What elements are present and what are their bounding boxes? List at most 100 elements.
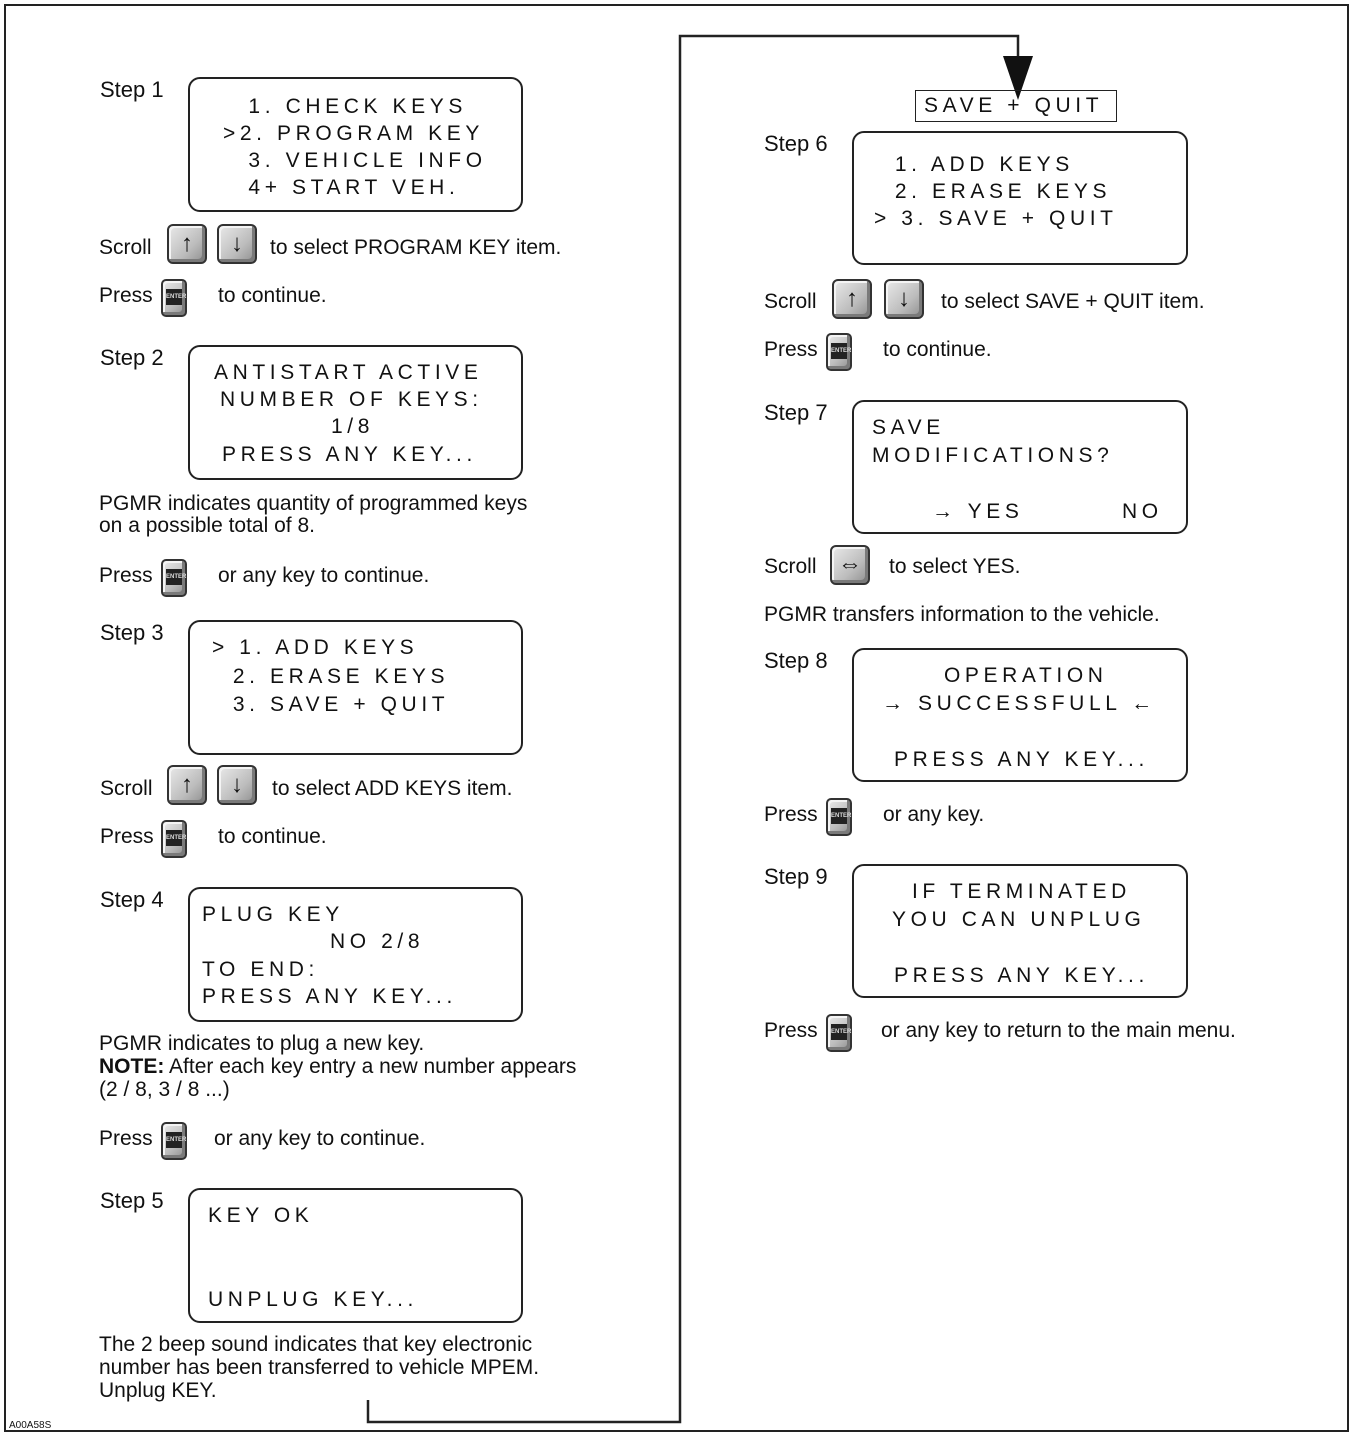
diagram-frame (4, 4, 1349, 1432)
enter-key-icon: ENTER (161, 279, 187, 317)
display-line: PRESS ANY KEY... (222, 443, 477, 466)
display-line: 1. ADD KEYS (874, 153, 1074, 176)
scroll-label: Scroll (100, 777, 153, 800)
enter-key-icon: ENTER (826, 1014, 852, 1052)
note-text: After each key entry a new number appear… (169, 1055, 577, 1078)
display-line: 2. ERASE KEYS (212, 665, 450, 688)
step-6-instruction: to select SAVE + QUIT item. (941, 290, 1205, 313)
step-7-instruction: to select YES. (889, 555, 1021, 578)
step-4-note-line: PGMR indicates to plug a new key. (99, 1032, 425, 1055)
step-1-label: Step 1 (100, 77, 164, 102)
step-9-continue: or any key to return to the main menu. (881, 1019, 1236, 1042)
step-8-display: OPERATION → SUCCESSFULL ← PRESS ANY KEY.… (852, 648, 1188, 782)
display-line: 2. ERASE KEYS (874, 180, 1112, 203)
step-7-label: Step 7 (764, 400, 828, 425)
display-line: >2. PROGRAM KEY (223, 122, 484, 145)
step-4-display: PLUG KEY NO 2/8 TO END: PRESS ANY KEY... (188, 887, 523, 1022)
save-quit-header: SAVE + QUIT (915, 90, 1117, 122)
step-1-display: 1. CHECK KEYS >2. PROGRAM KEY 3. VEHICLE… (188, 77, 523, 212)
step-5-note-line: The 2 beep sound indicates that key elec… (99, 1333, 533, 1356)
enter-key-icon: ENTER (826, 333, 852, 371)
flow-arrowhead (1003, 56, 1033, 100)
display-line: PRESS ANY KEY... (894, 964, 1149, 987)
press-label: Press (99, 284, 153, 307)
display-line: 1. CHECK KEYS (238, 95, 467, 118)
press-label: Press (764, 338, 818, 361)
press-label: Press (764, 803, 818, 826)
press-label: Press (100, 825, 154, 848)
step-4-label: Step 4 (100, 887, 164, 912)
display-line: NUMBER OF KEYS: (220, 388, 483, 411)
step-3-label: Step 3 (100, 620, 164, 645)
enter-key-icon: ENTER (161, 559, 187, 597)
enter-key-icon: ENTER (161, 820, 187, 858)
figure-code: A00A58S (9, 1420, 52, 1431)
display-line: 4+ START VEH. (238, 176, 460, 199)
step-9-display: IF TERMINATED YOU CAN UNPLUG PRESS ANY K… (852, 864, 1188, 998)
note-label: NOTE: (99, 1055, 165, 1078)
step-2-display: ANTISTART ACTIVE NUMBER OF KEYS: 1/8 PRE… (188, 345, 523, 480)
display-line: 3. VEHICLE INFO (238, 149, 487, 172)
display-line: 3. SAVE + QUIT (212, 693, 450, 716)
step-8-label: Step 8 (764, 648, 828, 673)
step-5-display: KEY OK UNPLUG KEY... (188, 1188, 523, 1323)
display-line: > 1. ADD KEYS (212, 636, 419, 659)
display-line: → SUCCESSFULL ← (882, 692, 1157, 715)
step-1-instruction: to select PROGRAM KEY item. (270, 236, 562, 259)
step-1-continue: to continue. (218, 284, 327, 307)
up-arrow-key-icon: ↑ (832, 279, 872, 319)
display-line: OPERATION (944, 664, 1108, 687)
step-2-continue: or any key to continue. (218, 564, 430, 587)
press-label: Press (99, 1127, 153, 1150)
display-line: PLUG KEY (202, 903, 344, 926)
display-line: TO END: (202, 958, 319, 981)
display-line: PRESS ANY KEY... (202, 985, 457, 1008)
step-9-label: Step 9 (764, 864, 828, 889)
step-7-display: SAVE MODIFICATIONS? → YES NO (852, 400, 1188, 534)
step-2-note-line: PGMR indicates quantity of programmed ke… (99, 492, 528, 515)
scroll-label: Scroll (764, 555, 817, 578)
step-5-label: Step 5 (100, 1188, 164, 1213)
scroll-label: Scroll (99, 236, 152, 259)
step-6-label: Step 6 (764, 131, 828, 156)
enter-key-icon: ENTER (826, 798, 852, 836)
display-line: IF TERMINATED (912, 880, 1131, 903)
scroll-label: Scroll (764, 290, 817, 313)
step-3-display: > 1. ADD KEYS 2. ERASE KEYS 3. SAVE + QU… (188, 620, 523, 755)
step-4-note-line: (2 / 8, 3 / 8 ...) (99, 1078, 230, 1101)
no-option: NO (1122, 500, 1163, 523)
up-arrow-key-icon: ↑ (167, 224, 207, 264)
display-line: ANTISTART ACTIVE (214, 361, 483, 384)
enter-key-icon: ENTER (161, 1122, 187, 1160)
step-3-instruction: to select ADD KEYS item. (272, 777, 513, 800)
step-6-display: 1. ADD KEYS 2. ERASE KEYS > 3. SAVE + QU… (852, 131, 1188, 265)
down-arrow-key-icon: ↓ (217, 224, 257, 264)
step-5-note-line: number has been transferred to vehicle M… (99, 1356, 540, 1379)
step-3-continue: to continue. (218, 825, 327, 848)
display-line: YOU CAN UNPLUG (892, 908, 1146, 931)
left-right-arrow-key-icon: ⇔ (830, 545, 870, 585)
down-arrow-key-icon: ↓ (217, 765, 257, 805)
display-line: > 3. SAVE + QUIT (874, 207, 1118, 230)
display-line: UNPLUG KEY... (208, 1288, 418, 1311)
yes-option: → YES (932, 500, 1024, 523)
down-arrow-key-icon: ↓ (884, 279, 924, 319)
step-5-note-line: Unplug KEY. (99, 1379, 217, 1402)
up-arrow-key-icon: ↑ (167, 765, 207, 805)
display-line: NO 2/8 (330, 930, 425, 953)
display-line: SAVE (872, 416, 945, 439)
step-2-note-line: on a possible total of 8. (99, 514, 315, 537)
step-2-label: Step 2 (100, 345, 164, 370)
press-label: Press (764, 1019, 818, 1042)
step-7-note: PGMR transfers information to the vehicl… (764, 603, 1160, 626)
display-line: MODIFICATIONS? (872, 444, 1114, 467)
press-label: Press (99, 564, 153, 587)
display-line: KEY OK (208, 1204, 314, 1227)
step-8-continue: or any key. (883, 803, 985, 826)
step-6-continue: to continue. (883, 338, 992, 361)
step-4-continue: or any key to continue. (214, 1127, 426, 1150)
display-line: PRESS ANY KEY... (894, 748, 1149, 771)
display-line: 1/8 (331, 415, 374, 438)
step-4-note-line: NOTE: After each key entry a new number … (99, 1055, 576, 1078)
